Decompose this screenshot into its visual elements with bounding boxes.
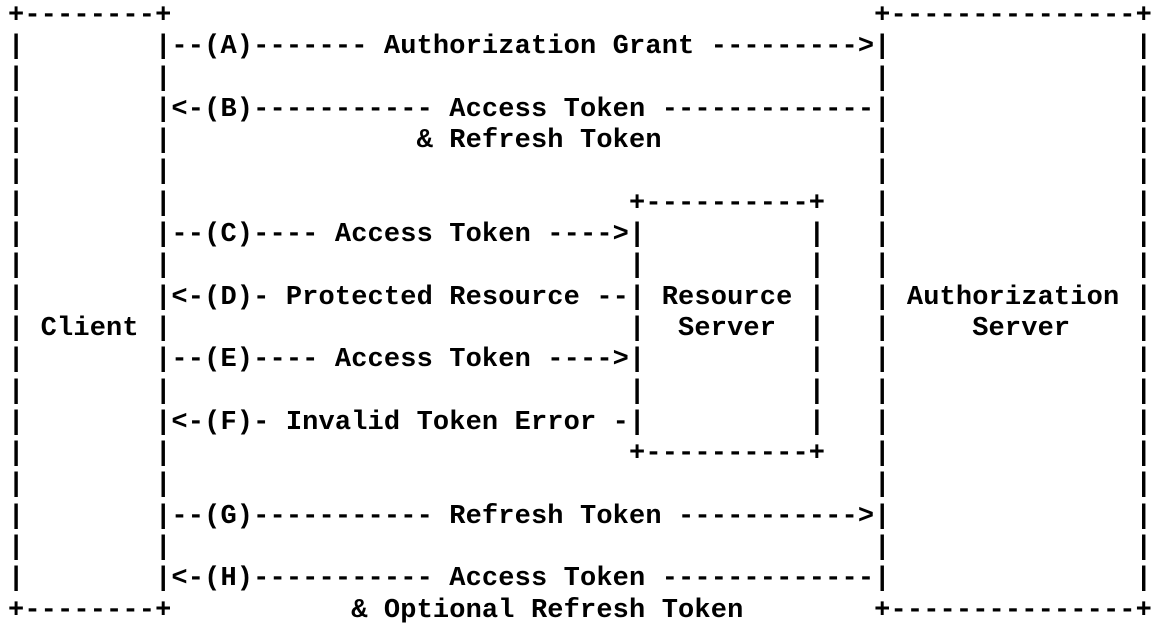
oauth-token-refresh-flow-diagram: +--------+ +---------------+ | |--(A)---… <box>8 1 1152 626</box>
ascii-art-protocol-flow: +--------+ +---------------+ | |--(A)---… <box>8 1 1152 626</box>
